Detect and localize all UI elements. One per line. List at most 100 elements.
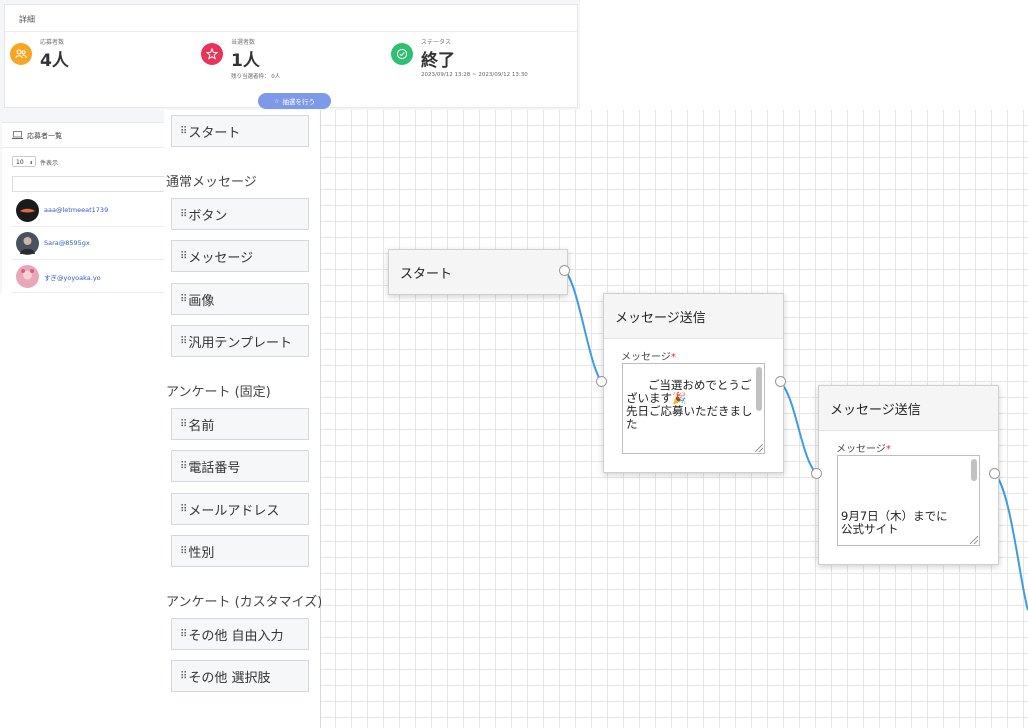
avatar bbox=[16, 265, 39, 288]
required-mark: * bbox=[885, 444, 891, 455]
avatar bbox=[16, 199, 39, 222]
connector-line[interactable] bbox=[994, 473, 1028, 611]
palette-item-button[interactable]: ⠿ボタン bbox=[171, 198, 309, 230]
grip-icon: ⠿ bbox=[180, 628, 187, 640]
page-size-value: 10 bbox=[16, 159, 24, 166]
applicant-name: すぎ@yoyoaka.yo bbox=[44, 274, 101, 282]
applicant-name: aaa@letmeeat1739 bbox=[44, 206, 109, 214]
table-row[interactable]: Sara@8595gx bbox=[12, 227, 164, 260]
stat-sub: 2023/09/12 13:28 ~ 2023/09/12 13:30 bbox=[421, 72, 528, 78]
divider bbox=[5, 31, 577, 32]
connector-line[interactable] bbox=[564, 270, 603, 383]
palette-item-start[interactable]: ⠿スタート bbox=[171, 115, 309, 147]
flow-node-message-1[interactable]: メッセージ送信 メッセージ* ご当選おめでとうございます🎉 先日ご応募いただきま… bbox=[603, 293, 784, 473]
laptop-icon bbox=[12, 131, 23, 141]
message-text: 9月7日（木）までに 公式サイト bbox=[841, 509, 948, 536]
grip-icon: ⠿ bbox=[180, 335, 187, 347]
palette-item-label: 性別 bbox=[188, 545, 215, 561]
palette-item-label: その他 自由入力 bbox=[188, 628, 284, 644]
palette-item-label: 名前 bbox=[188, 418, 215, 434]
applicant-card: 応募者一覧 10 ⬍ 件表示 aaa@letmeeat1739 Sara@859… bbox=[2, 122, 164, 295]
stat-value: 終了 bbox=[421, 51, 455, 71]
field-label-text: メッセージ bbox=[836, 444, 886, 455]
palette-section-custom: アンケート (カスタマイズ) bbox=[166, 595, 323, 610]
palette-item-label: その他 選択肢 bbox=[188, 670, 271, 686]
required-mark: * bbox=[670, 352, 676, 363]
palette-item-image[interactable]: ⠿画像 bbox=[171, 283, 309, 315]
star-icon bbox=[201, 43, 223, 65]
stat-value: 4人 bbox=[40, 51, 69, 71]
page-size-select[interactable]: 10 ⬍ bbox=[12, 156, 36, 167]
palette-item-name[interactable]: ⠿名前 bbox=[171, 408, 309, 440]
palette-item-label: メールアドレス bbox=[188, 503, 280, 519]
flow-node-message-2[interactable]: メッセージ送信 メッセージ* 9月7日（木）までに 公式サイト bbox=[818, 385, 999, 565]
connector-layer bbox=[564, 270, 1028, 611]
stat-value: 1人 bbox=[231, 51, 260, 71]
stat-label: ステータス bbox=[421, 39, 452, 46]
output-port[interactable] bbox=[775, 376, 786, 387]
draw-lottery-button[interactable]: ☆ 抽選を行う bbox=[258, 93, 331, 109]
palette-item-label: メッセージ bbox=[188, 250, 254, 266]
grip-icon: ⠿ bbox=[180, 545, 187, 557]
palette-item-choice[interactable]: ⠿その他 選択肢 bbox=[171, 660, 309, 692]
palette-item-label: 電話番号 bbox=[188, 460, 241, 476]
grip-icon: ⠿ bbox=[180, 460, 187, 472]
detail-panel: 詳細 応募者数 4人 当選者数 1人 残り当選者枠： 0人 ステータス 終了 2… bbox=[0, 0, 580, 110]
avatar bbox=[16, 232, 39, 255]
flow-node-start[interactable]: スタート bbox=[388, 249, 568, 295]
grip-icon: ⠿ bbox=[180, 418, 187, 430]
stat-sub: 残り当選者枠： 0人 bbox=[231, 74, 281, 80]
grip-icon: ⠿ bbox=[180, 208, 187, 220]
field-label: メッセージ* bbox=[621, 348, 676, 363]
stat-label: 応募者数 bbox=[40, 39, 65, 46]
node-title: メッセージ送信 bbox=[819, 386, 998, 431]
palette-item-free-input[interactable]: ⠿その他 自由入力 bbox=[171, 618, 309, 650]
message-textarea[interactable]: ご当選おめでとうございます🎉 先日ご応募いただきました bbox=[622, 363, 765, 454]
block-palette: ⠿スタート 通常メッセージ ⠿ボタン ⠿メッセージ ⠿画像 ⠿汎用テンプレート … bbox=[164, 110, 323, 728]
detail-title: 詳細 bbox=[19, 15, 35, 24]
palette-item-label: 汎用テンプレート bbox=[188, 335, 292, 351]
input-port[interactable] bbox=[596, 376, 607, 387]
grip-icon: ⠿ bbox=[180, 503, 187, 515]
applicant-search-input[interactable] bbox=[12, 176, 164, 192]
grip-icon: ⠿ bbox=[180, 250, 187, 262]
check-circle-icon bbox=[391, 43, 413, 65]
resize-handle[interactable] bbox=[970, 536, 978, 544]
table-row[interactable]: aaa@letmeeat1739 bbox=[12, 194, 164, 227]
palette-item-label: ボタン bbox=[188, 208, 228, 224]
node-title: スタート bbox=[389, 250, 567, 294]
applicant-title: 応募者一覧 bbox=[27, 132, 62, 140]
scrollbar[interactable] bbox=[971, 459, 977, 481]
resize-handle[interactable] bbox=[755, 444, 763, 452]
output-port[interactable] bbox=[559, 265, 570, 276]
flow-canvas[interactable]: スタート メッセージ送信 メッセージ* ご当選おめでとうございます🎉 先日ご応募… bbox=[321, 110, 1028, 728]
divider bbox=[2, 147, 164, 148]
applicant-header: 応募者一覧 bbox=[12, 131, 62, 141]
message-text: ご当選おめでとうございます🎉 先日ご応募いただきました bbox=[626, 378, 753, 431]
field-label: メッセージ* bbox=[836, 440, 891, 455]
applicant-name: Sara@8595gx bbox=[44, 239, 90, 247]
page-size-label: 件表示 bbox=[40, 160, 59, 167]
field-label-text: メッセージ bbox=[621, 352, 671, 363]
draw-icon: ☆ bbox=[274, 97, 280, 105]
connector-line[interactable] bbox=[779, 381, 818, 475]
palette-item-template[interactable]: ⠿汎用テンプレート bbox=[171, 325, 309, 357]
palette-item-message[interactable]: ⠿メッセージ bbox=[171, 240, 309, 272]
draw-button-label: 抽選を行う bbox=[282, 98, 315, 106]
message-textarea[interactable]: 9月7日（木）までに 公式サイト bbox=[837, 455, 980, 546]
grip-icon: ⠿ bbox=[180, 293, 187, 305]
detail-card: 詳細 応募者数 4人 当選者数 1人 残り当選者枠： 0人 ステータス 終了 2… bbox=[4, 4, 578, 109]
input-port[interactable] bbox=[811, 468, 822, 479]
palette-item-email[interactable]: ⠿メールアドレス bbox=[171, 493, 309, 525]
scrollbar[interactable] bbox=[756, 367, 762, 411]
palette-item-label: スタート bbox=[188, 125, 241, 141]
palette-section-fixed: アンケート (固定) bbox=[166, 385, 271, 400]
palette-item-label: 画像 bbox=[188, 293, 215, 309]
palette-item-gender[interactable]: ⠿性別 bbox=[171, 535, 309, 567]
applicant-panel: 応募者一覧 10 ⬍ 件表示 aaa@letmeeat1739 Sara@859… bbox=[0, 110, 164, 295]
palette-item-phone[interactable]: ⠿電話番号 bbox=[171, 450, 309, 482]
table-row[interactable]: すぎ@yoyoaka.yo bbox=[12, 260, 164, 293]
users-icon bbox=[10, 43, 32, 65]
grip-icon: ⠿ bbox=[180, 670, 187, 682]
output-port[interactable] bbox=[989, 468, 1000, 479]
